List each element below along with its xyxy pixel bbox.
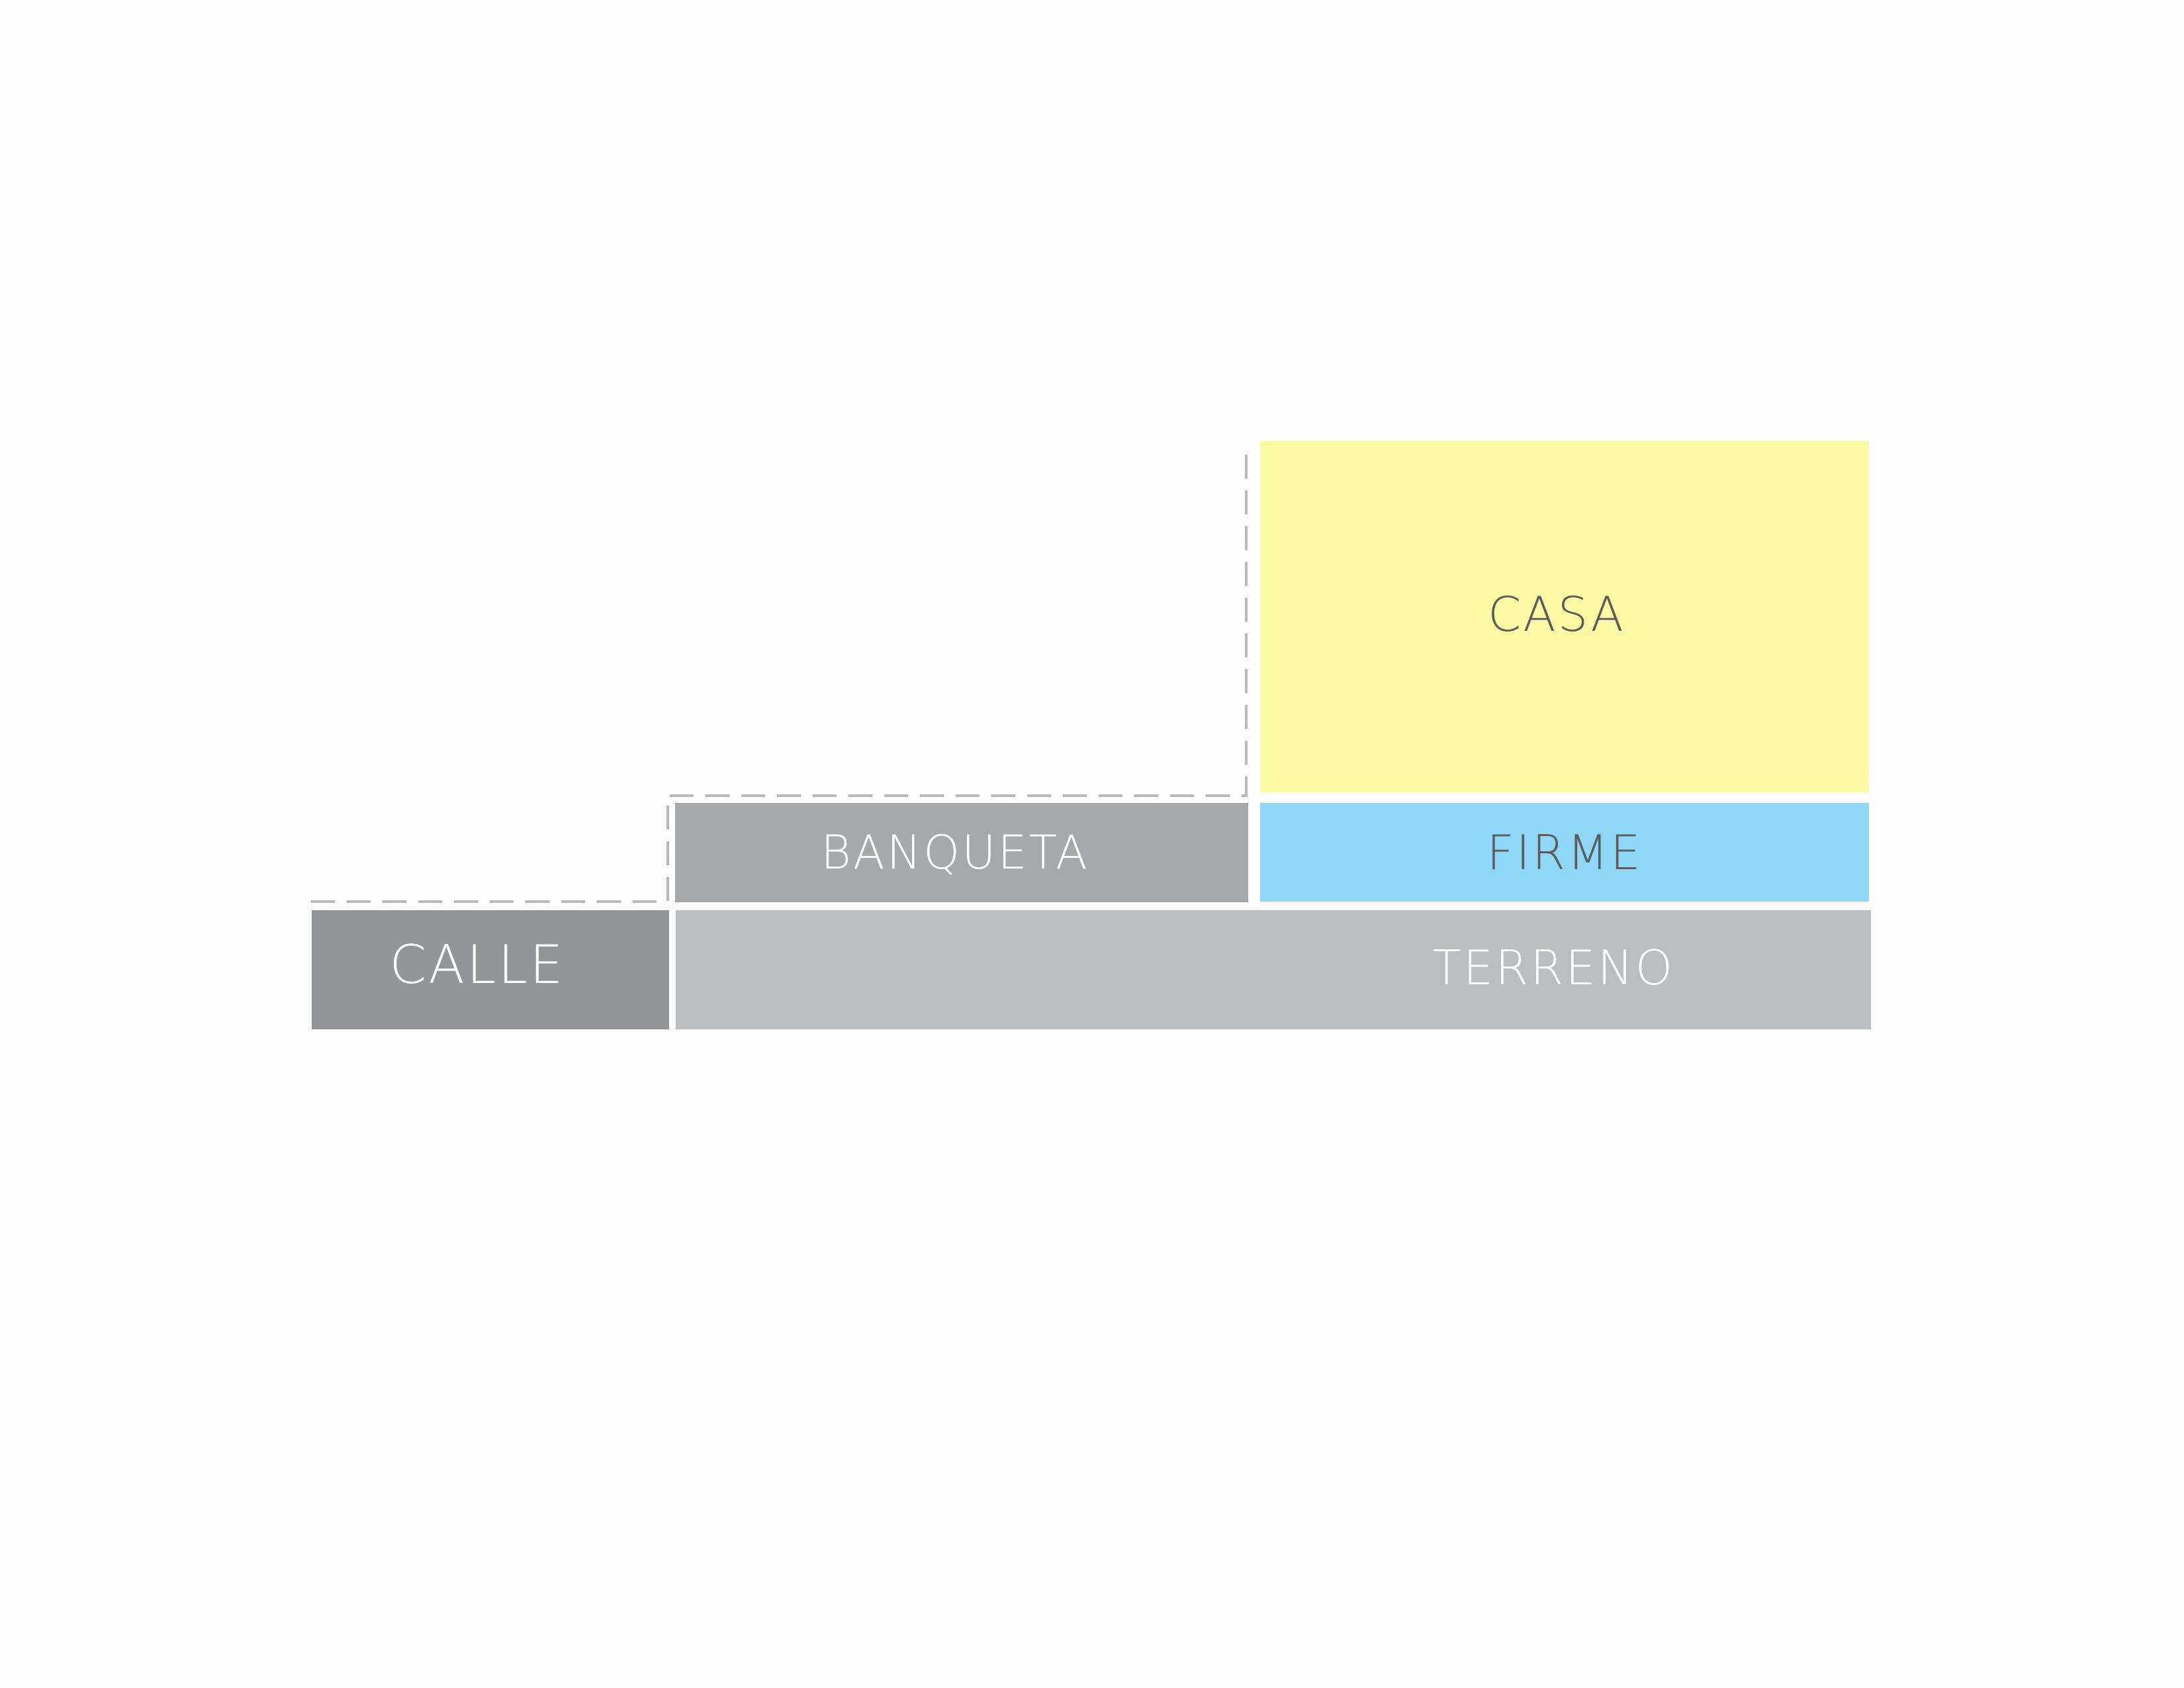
terreno-block: TERRENO — [676, 910, 1871, 1029]
calle-block: CALLE — [312, 910, 669, 1029]
calle-label: CALLE — [389, 933, 565, 996]
firme-label: FIRME — [1486, 824, 1643, 880]
casa-block: CASA — [1260, 441, 1869, 792]
banqueta-label: BANQUETA — [821, 825, 1089, 880]
casa-label: CASA — [1488, 586, 1625, 642]
firme-block: FIRME — [1260, 803, 1869, 902]
terreno-label: TERRENO — [1432, 940, 1675, 996]
banqueta-block: BANQUETA — [675, 803, 1248, 902]
